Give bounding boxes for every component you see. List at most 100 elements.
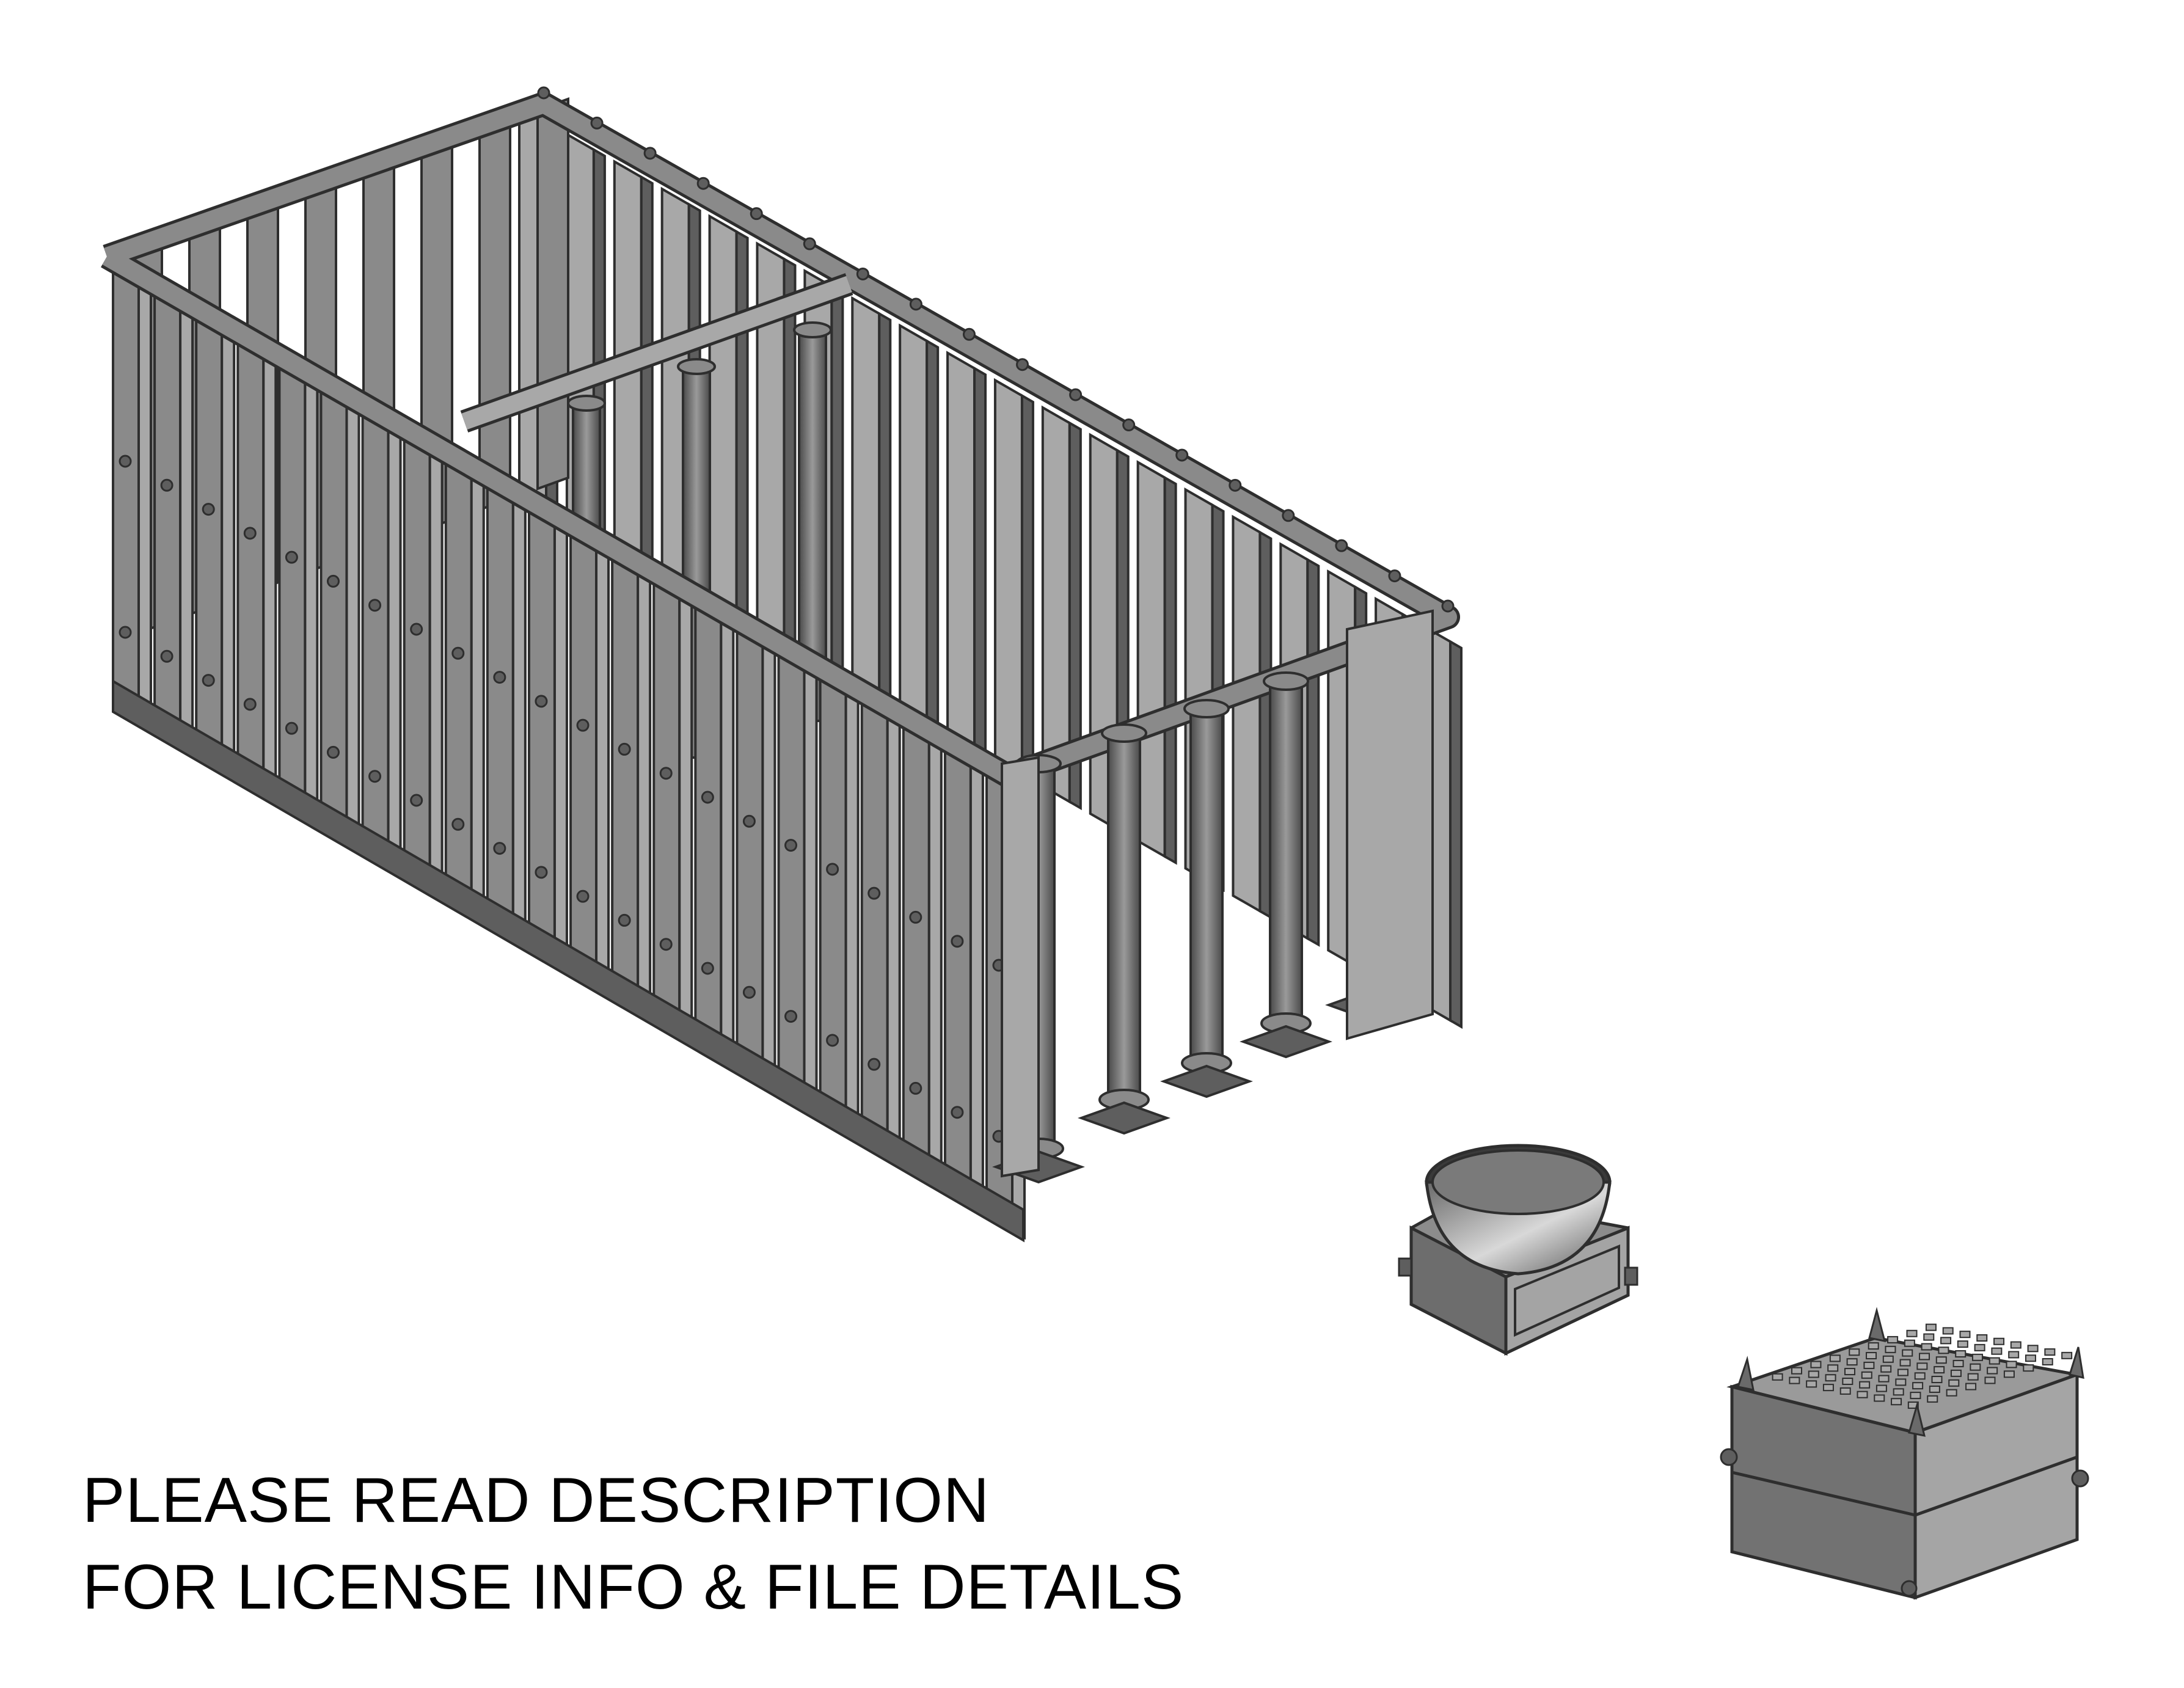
front-wall-board-side	[137, 272, 152, 736]
board-peg	[160, 649, 173, 663]
altar-grate-cell	[1882, 1355, 1894, 1363]
board-peg	[590, 116, 604, 130]
front-wall-board-side	[720, 608, 735, 1072]
altar-grate-cell	[1902, 1349, 1913, 1357]
altar-grate-cell	[1938, 1346, 1949, 1354]
board-peg	[410, 794, 423, 807]
altar-grate-cell	[1921, 1343, 1932, 1351]
front-wall-board-side	[803, 656, 818, 1120]
altar-grate-cell	[1904, 1339, 1915, 1347]
back-wall-board	[1232, 514, 1262, 913]
back-wall-board-edge	[926, 338, 940, 728]
altar-grate-cell	[1929, 1385, 1940, 1393]
front-wall-board-side	[553, 512, 568, 976]
altar-grate-cell	[1952, 1359, 1964, 1367]
entrance-pillar-capital	[1183, 699, 1230, 718]
altar-grate-cell	[1989, 1357, 2000, 1365]
west-wall-board	[536, 97, 569, 491]
top-rail	[102, 95, 1457, 785]
front-wall-board-side	[345, 392, 360, 856]
entrance-pillar-socket	[1240, 1025, 1332, 1059]
entrance-pillar	[1269, 680, 1303, 1037]
board-peg	[1441, 599, 1455, 613]
board-peg	[962, 327, 976, 341]
west-wall-board	[478, 118, 511, 512]
altar-grate-cell	[1808, 1370, 1819, 1378]
altar-grate-cell	[1849, 1348, 1860, 1356]
front-wall-board	[527, 497, 556, 969]
altar-grate-cell	[1970, 1363, 1981, 1371]
altar-grate-cell	[1971, 1353, 1983, 1361]
front-wall-board-side	[428, 440, 444, 904]
front-wall-board-side	[304, 368, 319, 832]
front-wall-board	[652, 569, 681, 1041]
board-peg	[202, 503, 215, 516]
altar-grate-cell	[1868, 1342, 1879, 1350]
altar-grate-cell	[1923, 1333, 1935, 1341]
altar-grate-cell	[1887, 1335, 1899, 1343]
altar-grate-cell	[1906, 1329, 1918, 1337]
tabernacle-top-rails	[101, 86, 1460, 788]
board-peg	[803, 237, 816, 250]
altar-grate-cell	[1919, 1353, 1930, 1361]
front-wall-board	[195, 305, 224, 777]
altar-grate-cell	[2008, 1351, 2020, 1359]
board-peg	[410, 623, 423, 636]
board-peg	[1069, 388, 1083, 401]
board-peg	[1282, 509, 1295, 522]
altar-grate-cell	[1842, 1377, 1853, 1385]
board-peg	[826, 863, 839, 876]
front-wall-board	[569, 521, 598, 993]
altar-grate-cell	[1974, 1343, 1985, 1351]
front-wall-board	[819, 665, 847, 1137]
board-peg	[368, 770, 382, 783]
veil-pillar-capital	[793, 321, 832, 338]
board-peg	[909, 298, 922, 311]
altar-grate-cell	[1987, 1367, 1998, 1375]
altar-grate-cell	[1934, 1366, 1945, 1374]
front-wall-board-side	[221, 320, 236, 784]
front-wall-board-side	[969, 752, 984, 1216]
altar-grate-cell	[1863, 1361, 1875, 1369]
altar-grate-cell	[2027, 1345, 2039, 1353]
board-peg	[784, 839, 798, 852]
front-wall-board-side	[262, 344, 277, 808]
back-wall-board-edge	[1306, 557, 1320, 947]
front-wall-board	[278, 353, 307, 825]
entrance-pillar	[1107, 732, 1141, 1113]
board-peg	[696, 177, 710, 190]
altar-grate-cell	[1875, 1384, 1887, 1392]
board-peg	[202, 674, 215, 687]
front-wall-board	[236, 329, 265, 801]
veil-beam	[461, 276, 852, 430]
veil-pillar-capital	[567, 395, 606, 412]
altar-grate-cell	[1861, 1371, 1872, 1379]
entrance-pillar	[1189, 707, 1224, 1076]
altar-grate-cell	[1880, 1365, 1892, 1373]
board-peg	[1122, 418, 1136, 432]
license-notice-line-2: FOR LICENSE INFO & FILE DETAILS	[82, 1552, 1185, 1623]
board-peg	[909, 910, 922, 924]
board-peg	[1016, 358, 1029, 371]
altar-grate-cell	[2025, 1354, 2036, 1362]
board-peg	[951, 1106, 964, 1119]
back-wall-board-edge	[878, 311, 892, 701]
altar-grate-cell	[1885, 1345, 1896, 1353]
altar-grate-cell	[1825, 1374, 1836, 1382]
altar-grate-cell	[1967, 1373, 1979, 1381]
altar-grate-cell	[1925, 1323, 1937, 1331]
altar-grate-cell	[1846, 1358, 1858, 1366]
front-wall-board-side	[886, 704, 901, 1168]
board-peg	[1388, 569, 1401, 583]
board-peg	[535, 695, 548, 708]
altar-grate-cell	[1927, 1395, 1938, 1403]
front-wall-board	[486, 473, 514, 945]
altar-grate-cell	[1827, 1364, 1839, 1372]
altar-grate-cell	[1910, 1392, 1921, 1400]
altar-grate-cell	[1965, 1383, 1977, 1390]
board-peg	[643, 147, 657, 160]
altar-grate-cell	[1957, 1340, 1968, 1348]
front-wall-board	[943, 737, 972, 1209]
board-peg	[856, 267, 869, 280]
board-peg	[119, 626, 132, 639]
